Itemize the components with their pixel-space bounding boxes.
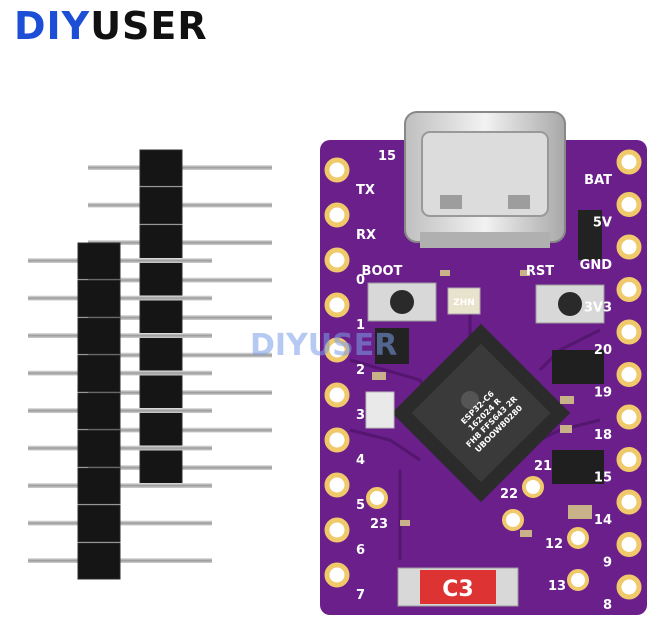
pin-pad-left — [324, 292, 350, 318]
voltage-regulator — [375, 328, 409, 364]
pin-header-strip-front — [28, 242, 212, 580]
header-block — [139, 299, 183, 337]
inner-label: 23 — [370, 517, 388, 532]
charger-chip — [578, 210, 602, 260]
watermark: DIYUSER — [250, 328, 397, 363]
brand-logo: DIYUSER — [14, 4, 208, 48]
mosfet-chip — [552, 350, 604, 384]
mosfet-chip — [552, 450, 604, 484]
pin-pad-left — [324, 157, 350, 183]
pin-pad-left — [324, 382, 350, 408]
pin-pad-right — [616, 404, 642, 430]
esp32-c6-board: ZHN ESP32-C6 162024 R FH8 FFS643 2R UBOO… — [320, 111, 647, 615]
pin-label-left: 4 — [356, 453, 365, 468]
crystal-label: ZHN — [453, 298, 475, 308]
pin-pad-left — [324, 472, 350, 498]
header-block — [139, 449, 183, 487]
pin-pad-right — [616, 277, 642, 302]
antenna-label: C3 — [442, 577, 473, 602]
pin-pad-right — [616, 574, 642, 600]
inner-label: 22 — [500, 487, 518, 502]
pin-label-left: 0 — [356, 273, 365, 288]
inner-label: 13 — [548, 579, 566, 594]
pin-label-right: BAT — [584, 173, 612, 188]
inner-pads — [366, 476, 589, 591]
pin-label-left: 7 — [356, 588, 365, 603]
header-block — [139, 262, 183, 299]
header-block — [77, 467, 121, 505]
header-block — [77, 430, 121, 467]
pin-label-left: 2 — [356, 363, 365, 378]
pin-label-left: 6 — [356, 543, 365, 558]
pin-label-right: 8 — [603, 598, 612, 613]
header-block — [139, 149, 183, 187]
header-block — [77, 542, 121, 580]
pin-label-right: 18 — [594, 428, 612, 443]
pin-pad-right — [616, 149, 642, 175]
pin-label-left: 3 — [356, 408, 365, 423]
boot-button — [367, 282, 437, 322]
pin-pad-right — [616, 532, 642, 557]
header-block — [77, 242, 121, 280]
pin-pad-left — [324, 517, 350, 543]
rgb-led — [365, 391, 395, 429]
header-block — [77, 355, 121, 392]
pin-label-right: 9 — [603, 556, 612, 571]
pin-label-left: 5 — [356, 498, 365, 513]
inner-label: 12 — [545, 537, 563, 552]
inner-label: 21 — [534, 459, 552, 474]
pin-label-left: TX — [356, 183, 375, 198]
pin-pad-right — [616, 234, 642, 260]
usb-c-connector — [404, 111, 566, 248]
pin-label-right: 20 — [594, 343, 612, 358]
pin-label-right: 19 — [594, 386, 612, 401]
boot-label: BOOT — [362, 264, 403, 279]
pin-pad-right — [616, 192, 642, 217]
pin-label-left: 1 — [356, 318, 365, 333]
header-block — [77, 280, 121, 317]
pin-pad-right — [616, 319, 642, 345]
pin-label-right: 14 — [594, 513, 612, 528]
pin-label-right: 5V — [593, 216, 612, 231]
pin-pad-left — [324, 202, 350, 228]
pin-pad-left — [324, 337, 350, 363]
header-block — [139, 412, 183, 449]
pin-pad-right — [616, 362, 642, 387]
top-left-pin-label: 15 — [378, 149, 396, 164]
pin-pad-left — [324, 562, 350, 588]
header-block — [139, 374, 183, 412]
pin-pad-left — [324, 427, 350, 453]
header-block — [77, 392, 121, 430]
pin-label-right: 15 — [594, 471, 612, 486]
pin-pad-left — [324, 247, 350, 273]
header-block — [139, 337, 183, 374]
pin-pad-right — [616, 489, 642, 515]
pin-label-left: RX — [356, 228, 376, 243]
crystal — [447, 287, 481, 315]
ceramic-antenna: C3 — [397, 567, 519, 607]
header-block — [77, 505, 121, 542]
reset-button — [535, 284, 605, 324]
reset-label: RST — [526, 264, 554, 279]
pin-label-right: GND — [580, 258, 613, 273]
header-block — [139, 187, 183, 224]
header-block — [139, 224, 183, 262]
brand-logo-part: USER — [90, 4, 208, 48]
esp32-c6-chip — [391, 323, 571, 503]
pin-pad-right — [616, 447, 642, 472]
header-block — [77, 317, 121, 355]
smd-components — [372, 270, 592, 537]
pin-label-right: 3V3 — [584, 301, 612, 316]
brand-logo-part: DIY — [14, 4, 91, 48]
